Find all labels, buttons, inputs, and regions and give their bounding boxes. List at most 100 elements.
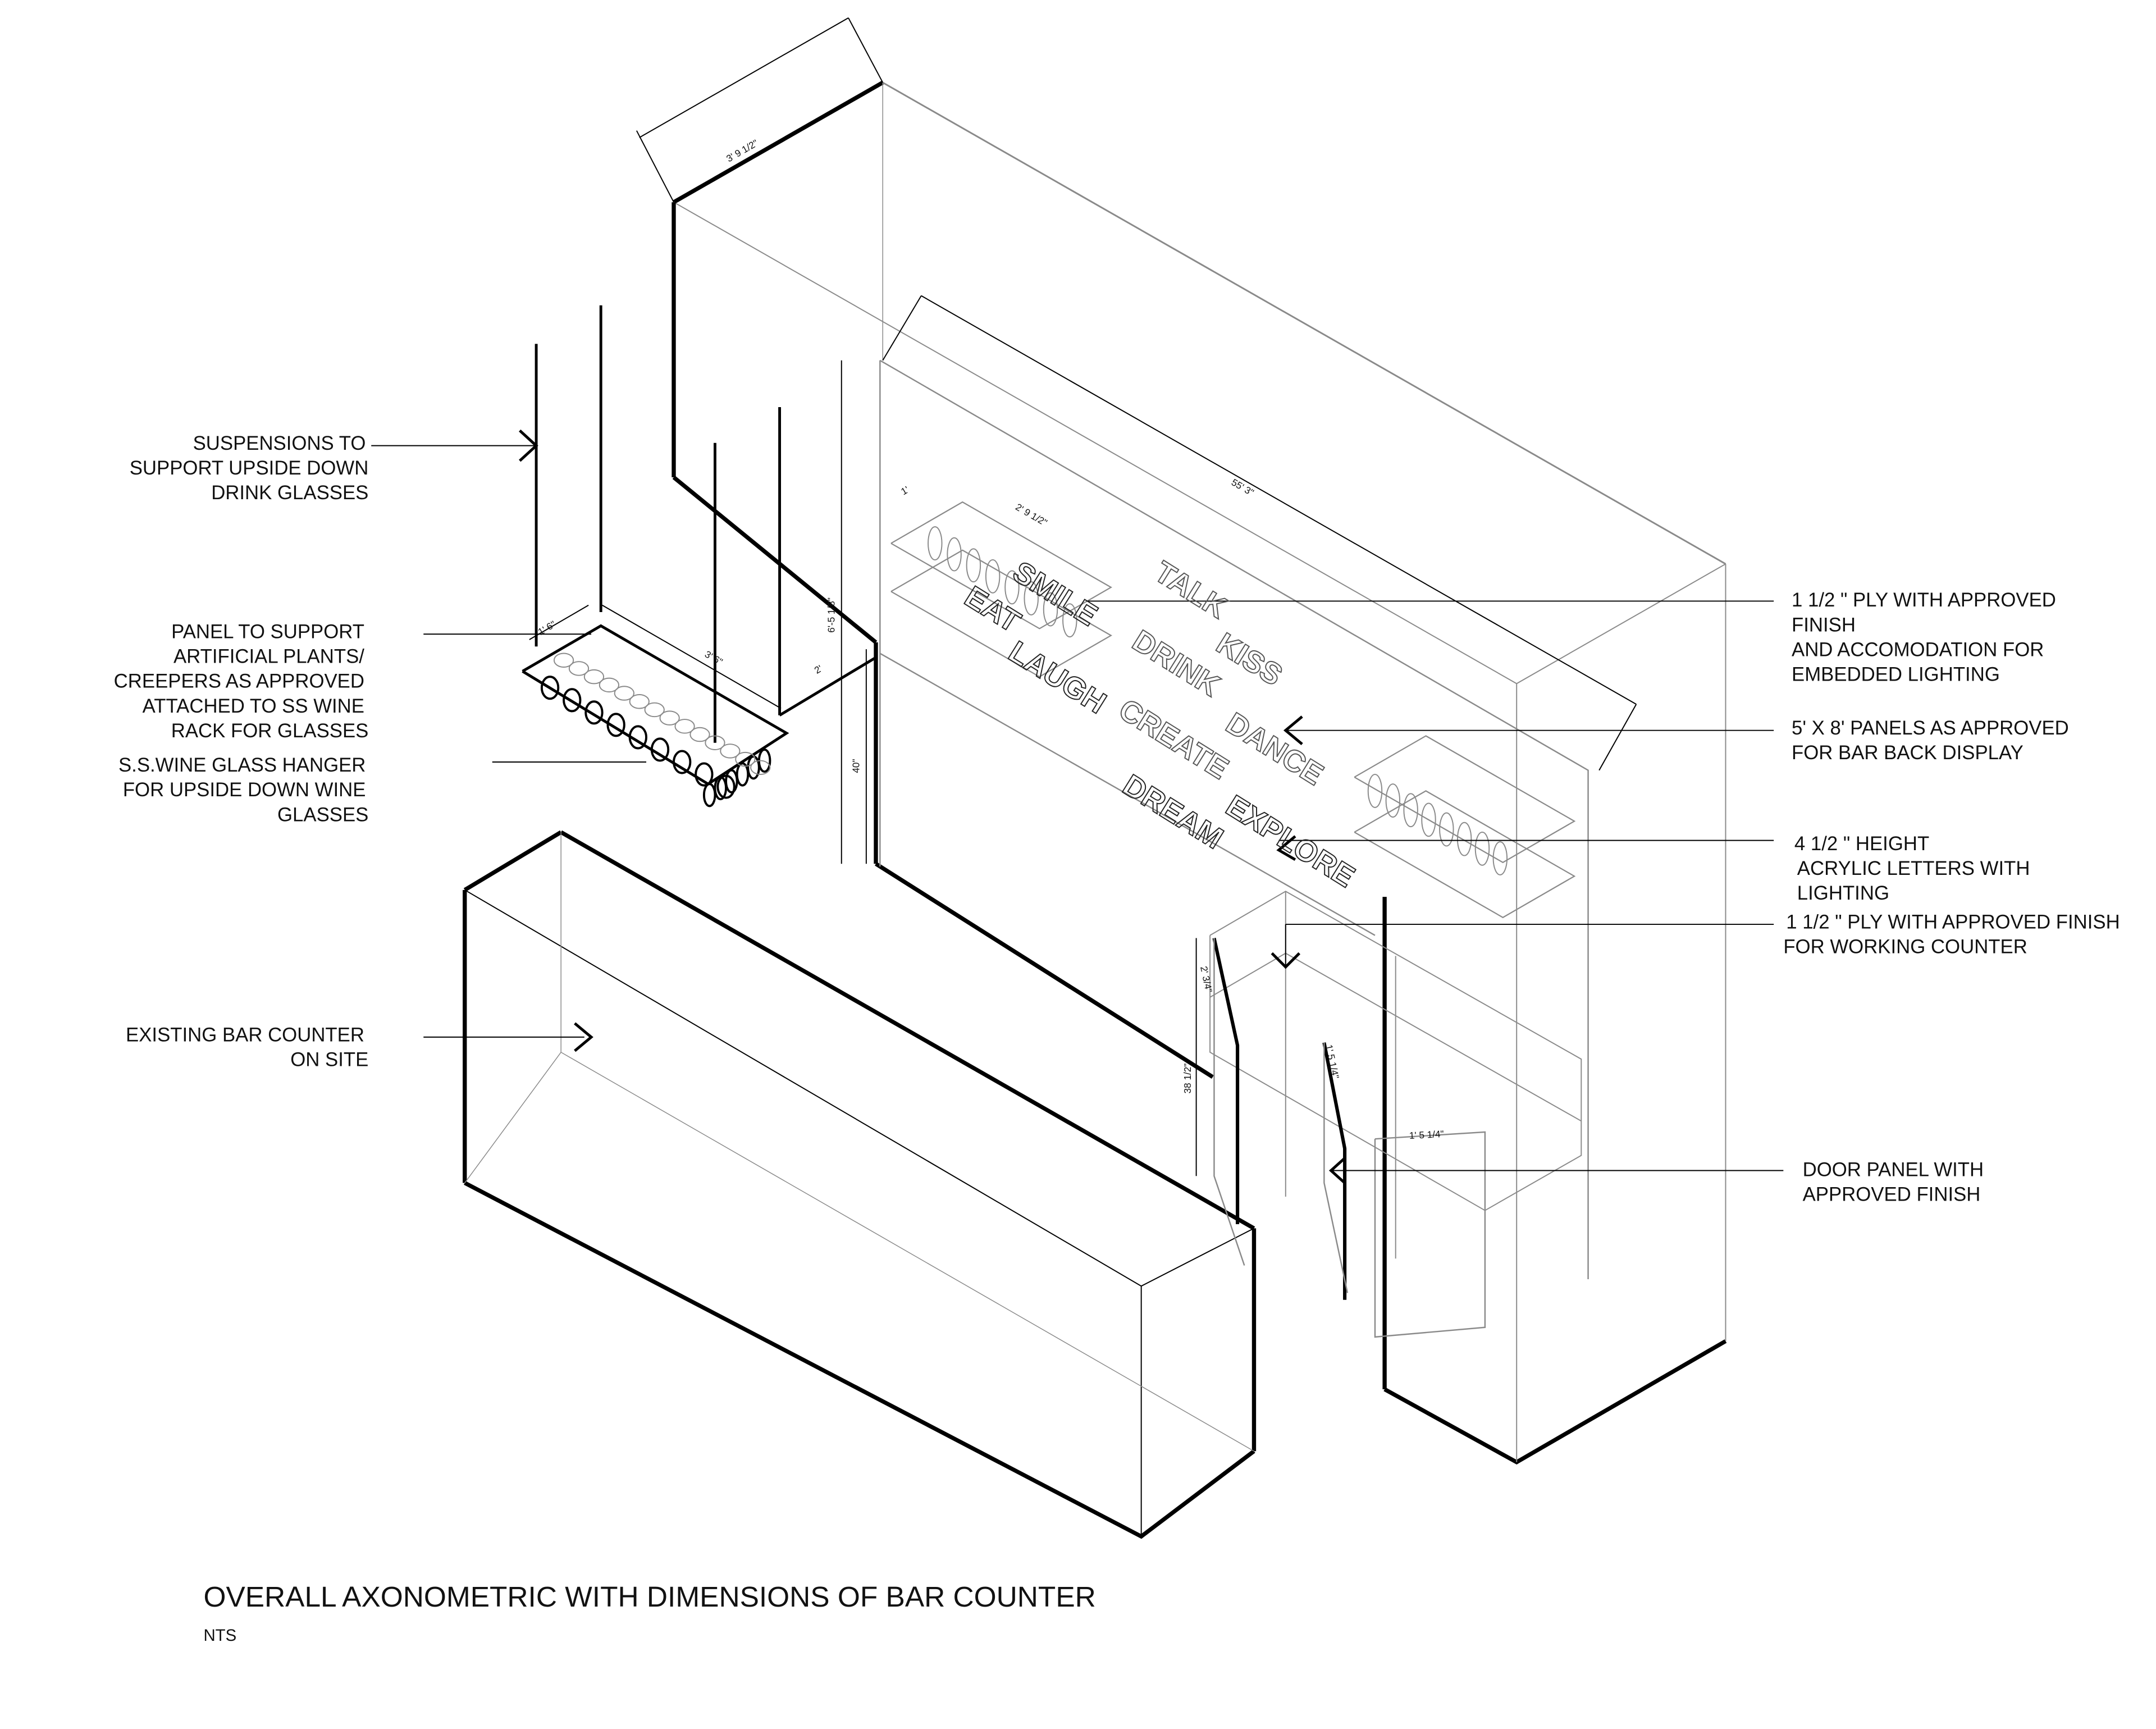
label-letters-2: ACRYLIC LETTERS WITH xyxy=(1797,858,2030,879)
bottle xyxy=(1024,581,1039,615)
rack-ring xyxy=(705,735,725,750)
rack-arm xyxy=(779,656,877,717)
rack-ring xyxy=(644,702,665,718)
dim-door-right: 1' 5 1/4" xyxy=(1323,1043,1341,1080)
rack-ring xyxy=(599,677,620,693)
arrow-head xyxy=(1271,952,1301,969)
dim-tick xyxy=(1598,704,1637,771)
label-panel-2: ARTIFICIAL PLANTS/ xyxy=(173,646,364,668)
wine-glass xyxy=(702,783,716,808)
wine-glass xyxy=(673,750,692,774)
word-kiss: KISS xyxy=(1211,626,1288,692)
callouts-right: 1 1/2 " PLY WITH APPROVED FINISH AND ACC… xyxy=(1783,590,2120,1205)
label-suspensions-2: SUPPORT UPSIDE DOWN xyxy=(130,458,369,479)
bottle xyxy=(1062,603,1077,638)
glass-rack-dim2 xyxy=(602,604,782,709)
label-letters-1: 4 1/2 " HEIGHT xyxy=(1794,833,1929,855)
bar-counter-bottom xyxy=(464,1181,1255,1539)
label-counter-1: EXISTING BAR COUNTER xyxy=(126,1024,364,1046)
dim-lower-height: 40" xyxy=(851,759,862,773)
label-ply-shelf-2: FINISH xyxy=(1792,614,1856,636)
label-counter-2: ON SITE xyxy=(290,1049,368,1070)
label-suspensions-1: SUSPENSIONS TO xyxy=(193,433,366,454)
arrow-head xyxy=(574,1022,593,1052)
back-wall-top-edge xyxy=(882,81,1726,565)
wine-glass xyxy=(606,713,625,737)
rack-ring xyxy=(568,661,590,676)
wine-glass xyxy=(563,688,582,713)
display-shelf xyxy=(1354,735,1576,864)
label-ply-counter-1: 1 1/2 " PLY WITH APPROVED FINISH xyxy=(1786,911,2120,933)
rack-ring xyxy=(720,743,741,759)
door-panel-left-leaf xyxy=(1213,938,1245,1266)
bottle xyxy=(985,559,1001,594)
rack-ring xyxy=(735,751,756,767)
wine-glass xyxy=(650,737,670,762)
label-hanger-3: GLASSES xyxy=(277,804,368,825)
bottle xyxy=(1403,793,1418,828)
bottle xyxy=(1043,592,1058,627)
label-panel-5: RACK FOR GLASSES xyxy=(171,720,369,742)
word-explore: EXPLORE xyxy=(1220,788,1360,893)
dim-shelf-depth: 1' xyxy=(899,484,911,498)
dim-door-left: 2' 3/4" xyxy=(1198,965,1214,994)
dim-rack-length: 3' 6" xyxy=(703,649,725,668)
display-shelf xyxy=(890,501,1112,629)
word-laugh: LAUGH xyxy=(1003,635,1112,720)
dim-line-wall-length xyxy=(921,295,1637,705)
label-letters-3: LIGHTING xyxy=(1797,883,1889,904)
dim-rack-offset: 2' xyxy=(812,663,824,676)
back-wall-right-top xyxy=(1516,563,1726,685)
arrow-head xyxy=(1276,835,1296,861)
bottle xyxy=(1385,783,1401,818)
door-panel-left xyxy=(1212,937,1240,1225)
pillar-bottom xyxy=(1383,1339,1727,1465)
display-panel-mid xyxy=(879,653,1376,936)
wine-glass xyxy=(747,755,760,780)
rack-ring xyxy=(689,727,710,742)
bar-counter-hidden-2 xyxy=(464,1052,561,1183)
dim-tick xyxy=(848,17,884,83)
callouts-left: SUSPENSIONS TO SUPPORT UPSIDE DOWN DRINK… xyxy=(114,433,369,1070)
wine-glass xyxy=(725,769,738,793)
label-panels-1: 5' X 8' PANELS AS APPROVED xyxy=(1792,718,2069,739)
door-panel-right-leaf xyxy=(1323,1042,1349,1293)
dim-line-wall-depth xyxy=(639,17,849,138)
bar-counter-front-top xyxy=(464,889,1254,1287)
scale-note: NTS xyxy=(203,1626,236,1645)
bar-counter-top-left xyxy=(463,830,563,892)
label-panel-4: ATTACHED TO SS WINE xyxy=(143,696,364,717)
label-ply-shelf-1: 1 1/2 " PLY WITH APPROVED xyxy=(1792,590,2056,611)
label-panel-3: CREEPERS AS APPROVED xyxy=(114,671,364,692)
wine-glass xyxy=(540,676,560,700)
drawing-geometry xyxy=(371,17,1784,1539)
label-panel-1: PANEL TO SUPPORT xyxy=(171,622,364,643)
rack-ring xyxy=(553,653,574,668)
bottle xyxy=(966,548,981,583)
door-panel-right xyxy=(1322,1042,1347,1300)
rack-ring xyxy=(629,694,650,709)
dim-tick xyxy=(636,130,674,203)
dim-tick xyxy=(882,295,922,361)
bottle xyxy=(1004,570,1020,605)
dim-panel-height: 6'-5 1/8" xyxy=(826,597,837,633)
door-panel-lower xyxy=(1374,1131,1486,1338)
word-talk: TALK xyxy=(1149,555,1233,625)
bottle xyxy=(1474,831,1490,866)
niche-top-edge xyxy=(672,476,878,644)
dim-door-bottom: 1' 5 1/4" xyxy=(1409,1128,1444,1141)
bottle xyxy=(928,526,943,560)
back-wall-edge xyxy=(673,80,884,204)
label-suspensions-3: DRINK GLASSES xyxy=(211,482,368,504)
rack-ring xyxy=(659,710,680,726)
rack-ring xyxy=(583,669,605,685)
wine-glass xyxy=(584,700,604,725)
back-wall-front-top xyxy=(673,202,1517,685)
arrow-head xyxy=(1328,1157,1346,1184)
arrow-head xyxy=(1283,715,1303,746)
word-dance: DANCE xyxy=(1220,706,1329,792)
word-drink: DRINK xyxy=(1127,624,1226,703)
display-shelf xyxy=(890,549,1112,678)
acrylic-letters: TALK EAT SMILE DRINK KISS LAUGH CREATE D… xyxy=(958,554,1361,895)
